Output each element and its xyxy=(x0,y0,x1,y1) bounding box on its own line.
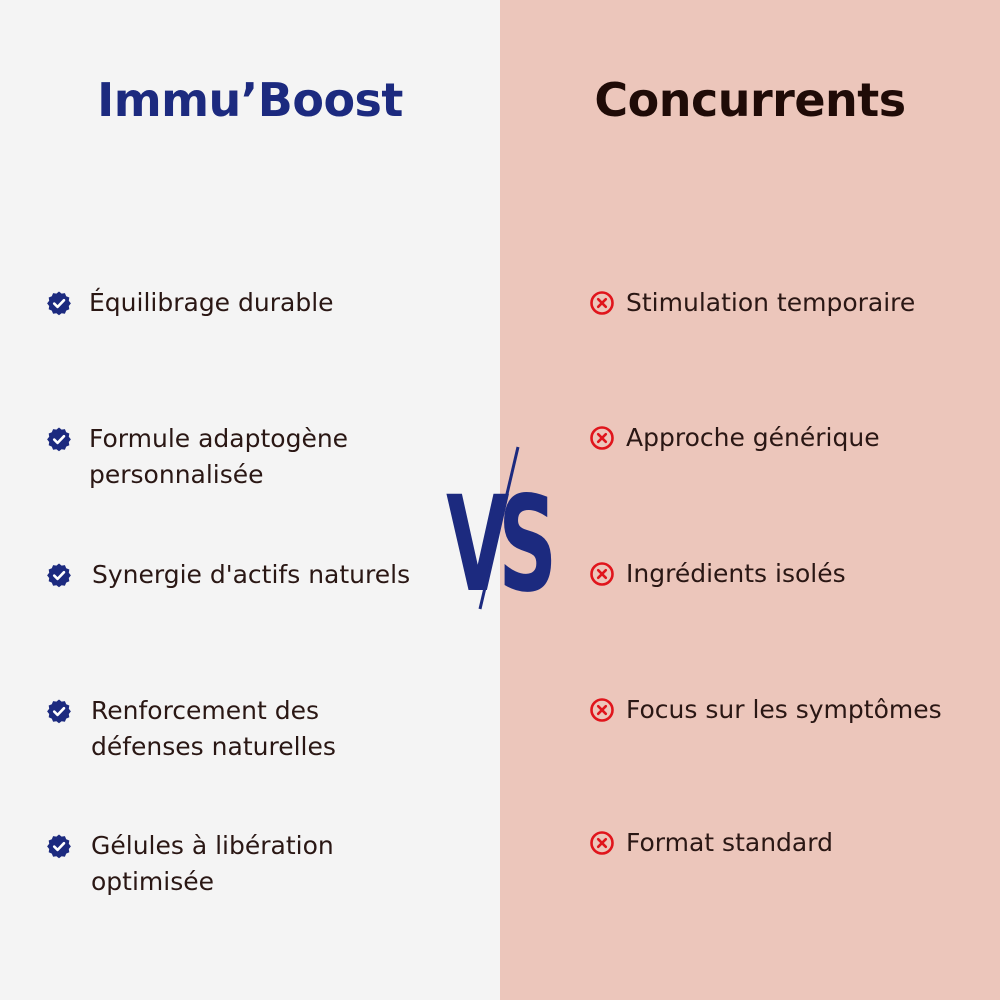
immuboost-item: Équilibrage durable xyxy=(46,285,466,321)
vs-emblem: VS xyxy=(446,446,563,614)
check-badge-icon xyxy=(46,562,72,588)
check-badge-icon xyxy=(46,833,72,859)
x-circle-icon xyxy=(589,290,615,316)
immuboost-title: Immu’Boost xyxy=(97,73,403,127)
x-circle-icon xyxy=(589,830,615,856)
competitor-item: Stimulation temporaire xyxy=(589,285,989,321)
check-badge-icon xyxy=(46,426,72,452)
immuboost-panel xyxy=(0,0,500,1000)
immuboost-item: Synergie d'actifs naturels xyxy=(46,557,466,593)
check-badge-icon xyxy=(46,698,72,724)
competitor-item-text: Approche générique xyxy=(626,423,880,452)
immuboost-item: Formule adaptogène personnalisée xyxy=(46,421,466,493)
competitor-item-text: Ingrédients isolés xyxy=(626,559,846,588)
immuboost-item-text: Formule adaptogène personnalisée xyxy=(89,424,349,489)
immuboost-item-text: Renforcement des défenses naturelles xyxy=(91,696,336,761)
competitor-item-text: Focus sur les symptômes xyxy=(626,695,942,724)
competitor-item: Focus sur les symptômes xyxy=(589,692,989,728)
vs-slash xyxy=(478,446,520,610)
vs-label: VS xyxy=(446,467,552,614)
immuboost-item-text: Équilibrage durable xyxy=(89,288,334,317)
competitor-item-text: Stimulation temporaire xyxy=(626,288,916,317)
x-circle-icon xyxy=(589,561,615,587)
competitor-item: Approche générique xyxy=(589,420,989,456)
competitors-title: Concurrents xyxy=(594,73,906,127)
immuboost-item-text: Gélules à libération optimisée xyxy=(91,831,334,896)
check-badge-icon xyxy=(46,290,72,316)
immuboost-item: Gélules à libération optimisée xyxy=(46,828,466,900)
immuboost-item-text: Synergie d'actifs naturels xyxy=(92,560,411,589)
competitor-item: Format standard xyxy=(589,825,989,861)
x-circle-icon xyxy=(589,425,615,451)
competitors-panel xyxy=(500,0,1000,1000)
x-circle-icon xyxy=(589,697,615,723)
immuboost-item: Renforcement des défenses naturelles xyxy=(46,693,466,765)
competitor-item-text: Format standard xyxy=(626,828,833,857)
competitor-item: Ingrédients isolés xyxy=(589,556,989,592)
